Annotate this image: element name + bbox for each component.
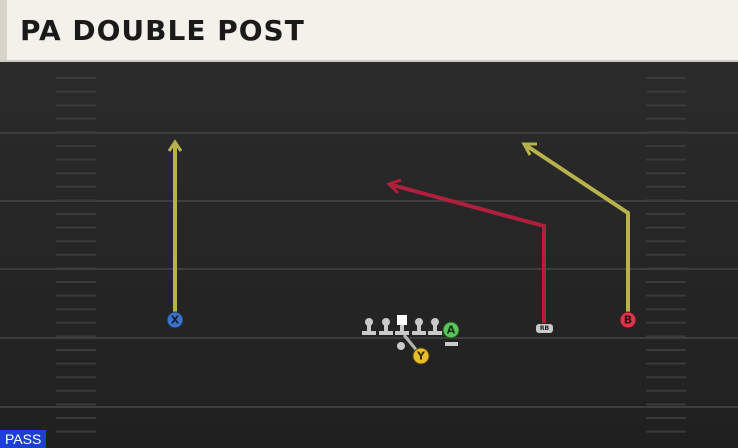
header-accent-bar (0, 0, 7, 60)
player-x[interactable]: X (166, 311, 184, 329)
player-a[interactable]: A (442, 321, 460, 339)
player-b[interactable]: B (619, 311, 637, 329)
lineman-icon (412, 318, 426, 335)
lineman-icon (379, 318, 393, 335)
player-a-label: A (447, 324, 456, 337)
play-header: PA DOUBLE POST (0, 0, 738, 60)
offensive-line (362, 315, 458, 350)
yard-lines (0, 132, 738, 408)
route-y (402, 334, 420, 353)
play-title: PA DOUBLE POST (20, 14, 305, 47)
play-field (0, 60, 738, 448)
tight-end-stance-icon (445, 342, 458, 346)
player-b-label: B (624, 314, 632, 327)
player-y-label: Y (416, 350, 426, 363)
lineman-icon (428, 318, 442, 335)
player-rb[interactable]: RB (536, 324, 553, 333)
play-type-badge: PASS (0, 430, 47, 448)
player-y[interactable]: Y (412, 347, 430, 365)
route-b (521, 142, 630, 318)
lineman-icon (362, 318, 376, 335)
route-x (167, 139, 183, 318)
quarterback-icon (397, 342, 405, 350)
player-x-label: X (171, 314, 180, 327)
route-rb (386, 178, 546, 323)
player-rb-label: RB (540, 325, 550, 332)
center-icon (395, 315, 409, 335)
hash-marks (56, 77, 686, 433)
